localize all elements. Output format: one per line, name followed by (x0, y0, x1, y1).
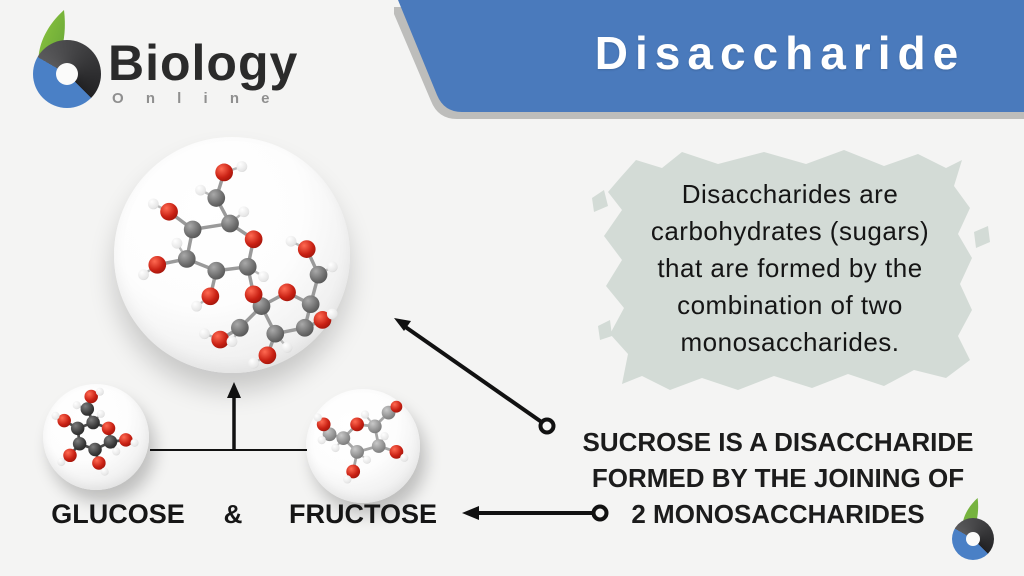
glucose-label: GLUCOSE (51, 499, 185, 529)
glucose-3d-molecule-icon (51, 387, 139, 476)
brand-subtitle: O n l i n e (112, 90, 279, 107)
paint-splash-background (592, 150, 990, 390)
sucrose-3d-molecule-icon (138, 161, 338, 369)
biology-online-logo: Biology O n l i n e (22, 8, 332, 118)
up-arrowhead-icon (227, 382, 241, 398)
glucose-molecule-badge (43, 384, 149, 490)
page-title: Disaccharide (594, 27, 966, 79)
logo-b-hole (56, 63, 78, 85)
fructose-3d-molecule-icon (313, 400, 409, 484)
definition-text: Disaccharides are carbohydrates (sugars)… (588, 176, 992, 361)
definition-line: monosaccharides. (680, 327, 900, 357)
diagonal-arrowhead-icon (394, 318, 411, 331)
caption-line: 2 MONOSACCHARIDES (631, 499, 925, 529)
logo-b-ring-icon (33, 40, 101, 108)
logo-b-ring-icon (952, 518, 994, 560)
definition-line: that are formed by the (657, 253, 923, 283)
ampersand-label: & (223, 499, 243, 529)
fructose-molecule-badge (306, 389, 420, 503)
diagonal-arrow-line (402, 324, 545, 425)
caption-line: SUCROSE IS A DISACCHARIDE (582, 427, 974, 457)
definition-line: carbohydrates (sugars) (650, 216, 930, 246)
brand-name: Biology (108, 35, 299, 91)
definition-line: combination of two (677, 290, 903, 320)
sucrose-caption: SUCROSE IS A DISACCHARIDE FORMED BY THE … (560, 424, 996, 532)
definition-line: Disaccharides are (681, 179, 899, 209)
sucrose-molecule-badge (114, 137, 350, 373)
left-arrowhead-icon (462, 506, 479, 520)
logo-b-hole (966, 532, 980, 546)
title-banner-shape (394, 0, 1024, 119)
biology-online-logo-small (935, 496, 1010, 574)
caption-line: FORMED BY THE JOINING OF (591, 463, 965, 493)
diagonal-arrow-endpoint (538, 417, 556, 435)
fructose-label: FRUCTOSE (288, 499, 437, 529)
